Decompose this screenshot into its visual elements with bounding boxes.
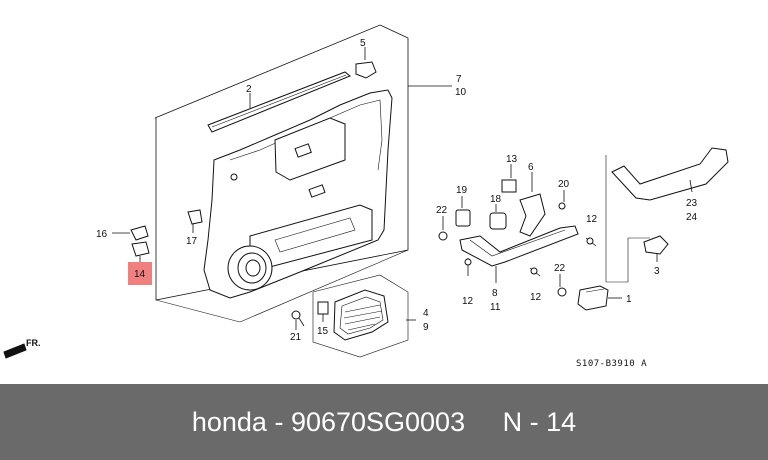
screw-12b[interactable] bbox=[529, 267, 541, 277]
footer-gap bbox=[465, 407, 503, 438]
label-2[interactable]: 2 bbox=[246, 84, 252, 95]
armrest-bracket[interactable] bbox=[459, 225, 579, 283]
footer-sep1: - bbox=[266, 406, 291, 437]
label-3[interactable]: 3 bbox=[654, 266, 660, 277]
label-19[interactable]: 19 bbox=[456, 185, 468, 196]
diagram-canvas: FR. 5 2 7 10 16 14 17 21 15 4 9 13 6 19 … bbox=[3, 24, 729, 369]
clip-17[interactable] bbox=[187, 209, 203, 233]
footer-ref-number: 14 bbox=[546, 406, 577, 437]
label-4[interactable]: 4 bbox=[423, 308, 429, 319]
label-12c[interactable]: 12 bbox=[586, 214, 598, 225]
footer-sep2: - bbox=[522, 406, 547, 437]
label-12a[interactable]: 12 bbox=[462, 296, 474, 307]
screw-20[interactable] bbox=[558, 190, 566, 210]
label-10[interactable]: 10 bbox=[455, 87, 467, 98]
clip-14[interactable] bbox=[131, 241, 150, 262]
clip-15[interactable] bbox=[317, 301, 329, 322]
door-lining-panel[interactable] bbox=[203, 89, 393, 299]
clip-5[interactable] bbox=[355, 47, 377, 79]
label-17[interactable]: 17 bbox=[186, 236, 198, 247]
grille-outline bbox=[312, 274, 409, 358]
label-11[interactable]: 11 bbox=[490, 302, 501, 313]
label-7[interactable]: 7 bbox=[456, 74, 462, 85]
clip-19[interactable] bbox=[455, 196, 471, 227]
label-20[interactable]: 20 bbox=[558, 179, 570, 190]
front-marker: FR. bbox=[3, 338, 41, 359]
window-switch[interactable] bbox=[577, 285, 622, 311]
handle-bracket bbox=[605, 155, 650, 283]
cover-3[interactable] bbox=[643, 235, 669, 262]
footer-ref-letter: N bbox=[502, 406, 523, 437]
label-13[interactable]: 13 bbox=[506, 154, 518, 165]
screw-22b[interactable] bbox=[557, 274, 567, 297]
screw-12a[interactable] bbox=[464, 258, 472, 276]
bracket-6[interactable] bbox=[519, 172, 546, 237]
fastener-16[interactable] bbox=[112, 225, 149, 241]
screw-22a[interactable] bbox=[438, 216, 448, 241]
label-18[interactable]: 18 bbox=[490, 194, 502, 205]
drawing-code: S107-B3910 A bbox=[576, 359, 647, 369]
label-22b[interactable]: 22 bbox=[554, 263, 566, 274]
svg-text:FR.: FR. bbox=[26, 338, 41, 348]
label-8[interactable]: 8 bbox=[492, 288, 498, 299]
door-trim-strip[interactable] bbox=[207, 71, 351, 133]
screw-12c[interactable] bbox=[585, 237, 597, 247]
label-6[interactable]: 6 bbox=[528, 162, 534, 173]
clip-18[interactable] bbox=[489, 204, 507, 230]
parts-diagram: FR. 5 2 7 10 16 14 17 21 15 4 9 13 6 19 … bbox=[3, 24, 729, 369]
label-16[interactable]: 16 bbox=[96, 229, 108, 240]
footer-part-number: 90670SG0003 bbox=[290, 406, 466, 437]
label-9[interactable]: 9 bbox=[423, 322, 429, 333]
label-23[interactable]: 23 bbox=[686, 198, 698, 209]
grab-handle[interactable] bbox=[611, 147, 729, 201]
part-footer: honda - 90670SG0003 N - 14 bbox=[0, 384, 768, 460]
label-22a[interactable]: 22 bbox=[436, 205, 448, 216]
label-24[interactable]: 24 bbox=[686, 212, 698, 223]
footer-brand: honda bbox=[191, 406, 267, 437]
label-1[interactable]: 1 bbox=[626, 294, 632, 305]
highlight-14 bbox=[128, 262, 152, 285]
label-21[interactable]: 21 bbox=[290, 332, 302, 343]
label-15[interactable]: 15 bbox=[317, 326, 329, 337]
label-14[interactable]: 14 bbox=[134, 269, 146, 280]
label-12b[interactable]: 12 bbox=[530, 292, 542, 303]
speaker-grille[interactable] bbox=[333, 289, 389, 341]
clip-13[interactable] bbox=[501, 164, 517, 193]
panel-outline bbox=[154, 24, 409, 301]
label-5[interactable]: 5 bbox=[360, 38, 366, 49]
screw-21[interactable] bbox=[291, 310, 305, 330]
